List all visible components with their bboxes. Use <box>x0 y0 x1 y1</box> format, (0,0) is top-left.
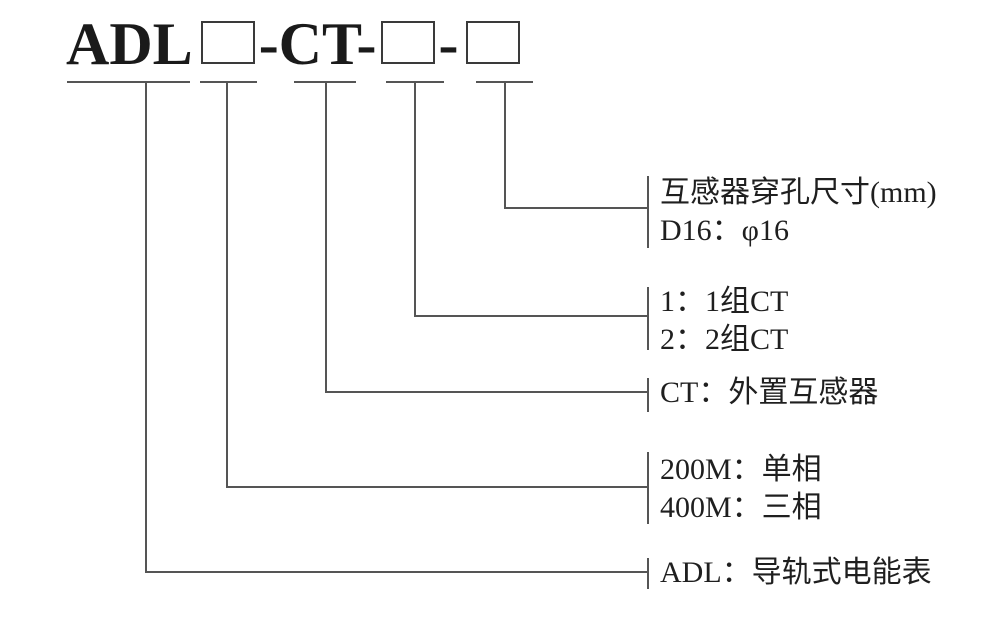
label-line: 400M：三相 <box>660 491 822 524</box>
model-code: ADL -CT-- <box>66 14 524 74</box>
tick-phase-type <box>647 452 649 524</box>
tick-external-ct <box>647 378 649 412</box>
tick-ct-groups <box>647 287 649 350</box>
stem-prefix <box>145 83 147 573</box>
label-series-name: ADL：导轨式电能表 <box>660 554 932 592</box>
connector-hole-size <box>504 207 648 209</box>
connector-ct-groups <box>414 315 648 317</box>
tick-series-name <box>647 558 649 589</box>
label-hole-size: 互感器穿孔尺寸(mm) D16：φ16 <box>660 174 937 250</box>
stem-ct <box>325 83 327 393</box>
label-line: 200M：单相 <box>660 453 822 486</box>
model-placeholder-box-1 <box>200 21 255 64</box>
underline-box-3 <box>476 81 533 83</box>
label-line: 互感器穿孔尺寸(mm) <box>660 176 937 209</box>
label-line: 2：2组CT <box>660 323 789 356</box>
stem-box-2 <box>414 83 416 317</box>
label-line: CT：外置互感器 <box>660 376 879 409</box>
label-ct-groups: 1：1组CT 2：2组CT <box>660 283 788 359</box>
model-placeholder-box-3 <box>466 21 521 64</box>
model-ct-segment: -CT- <box>258 11 377 77</box>
underline-prefix <box>67 81 190 83</box>
underline-box-2 <box>386 81 444 83</box>
label-line: 1：1组CT <box>660 285 789 318</box>
tick-hole-size <box>647 176 649 248</box>
stem-box-1 <box>226 83 228 488</box>
model-prefix: ADL <box>66 11 193 77</box>
label-external-ct: CT：外置互感器 <box>660 374 878 412</box>
underline-box-1 <box>200 81 257 83</box>
label-line: ADL：导轨式电能表 <box>660 556 932 589</box>
model-dash: - <box>438 11 459 77</box>
stem-box-3 <box>504 83 506 209</box>
model-placeholder-box-2 <box>380 21 435 64</box>
underline-ct <box>294 81 356 83</box>
connector-series-name <box>145 571 648 573</box>
connector-phase-type <box>226 486 648 488</box>
connector-external-ct <box>325 391 648 393</box>
label-phase-type: 200M：单相 400M：三相 <box>660 451 822 527</box>
label-line: D16：φ16 <box>660 214 789 247</box>
